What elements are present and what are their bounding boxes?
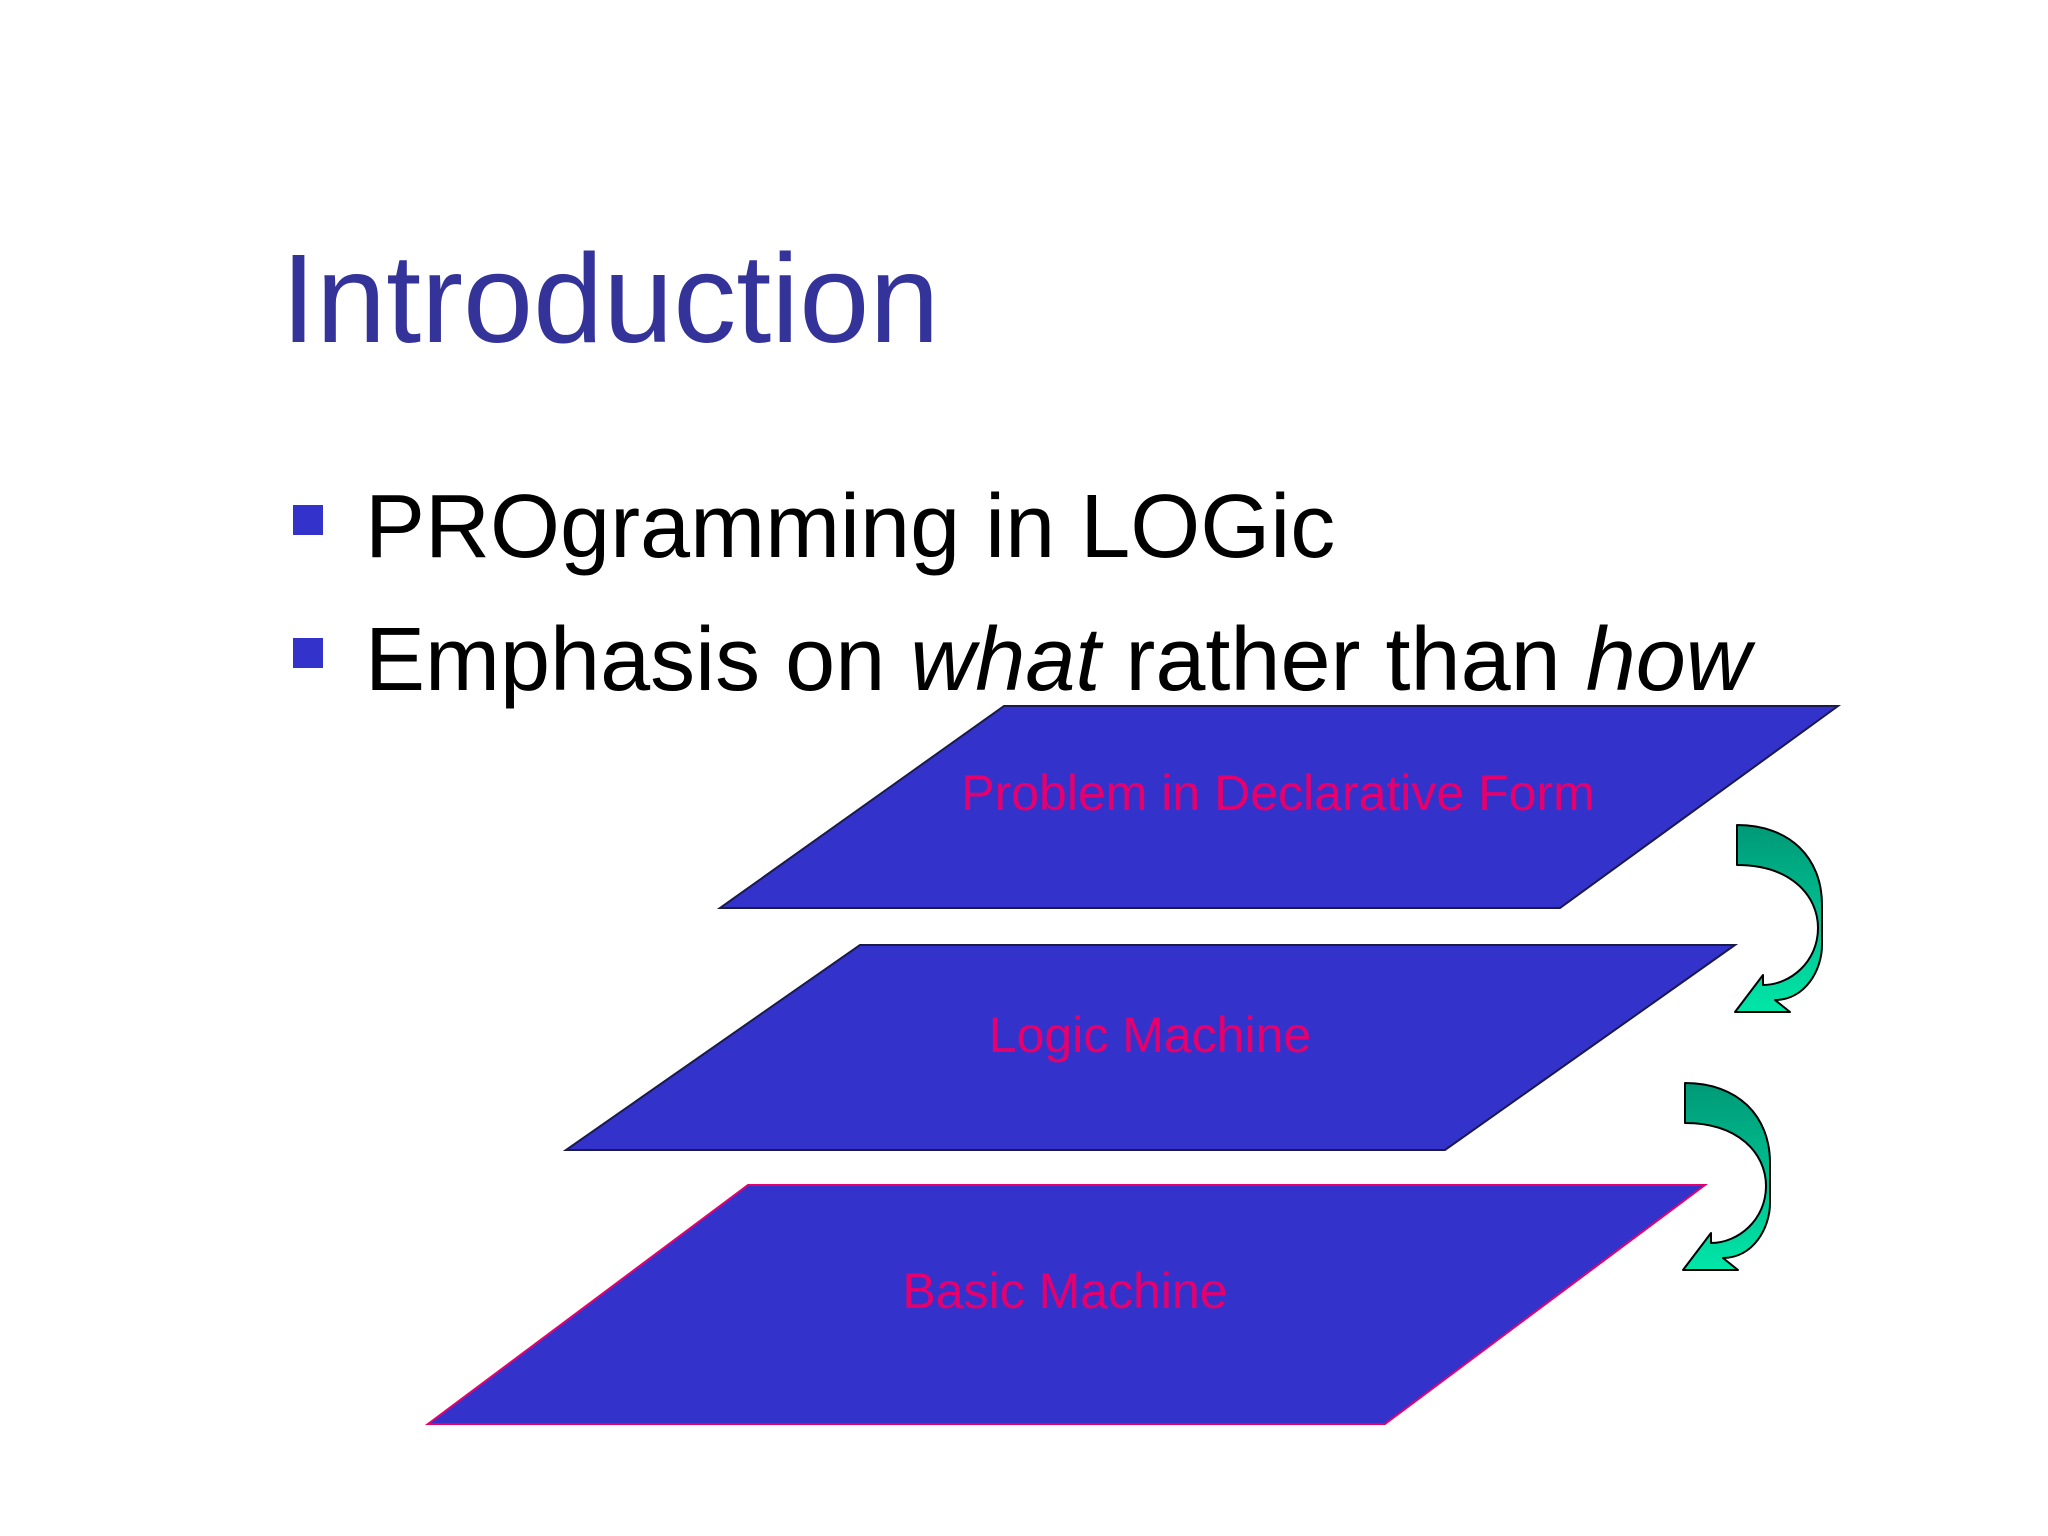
curved-down-arrow-icon bbox=[1682, 1082, 1771, 1271]
emphasis-what: what bbox=[910, 610, 1101, 710]
square-bullet-icon bbox=[293, 638, 323, 668]
emphasis-how: how bbox=[1585, 610, 1751, 710]
layer-plane bbox=[716, 705, 1842, 909]
layer-plane bbox=[562, 944, 1739, 1151]
layer-logic-machine: Logic Machine bbox=[562, 944, 1739, 1151]
curved-down-arrow-icon bbox=[1734, 824, 1823, 1013]
layer-label: Basic Machine bbox=[902, 1263, 1227, 1319]
layer-basic-machine: Basic Machine bbox=[424, 1184, 1709, 1425]
layer-label: Logic Machine bbox=[989, 1007, 1311, 1063]
layer-plane bbox=[424, 1184, 1709, 1425]
square-bullet-icon bbox=[293, 505, 323, 535]
bullet-text-part: rather than bbox=[1100, 610, 1586, 710]
bullet-text-part: Emphasis on bbox=[365, 610, 911, 710]
layer-problem-declarative: Problem in Declarative Form bbox=[716, 705, 1842, 909]
bullet-text: PROgramming in LOGic bbox=[365, 477, 1336, 577]
layer-label: Problem in Declarative Form bbox=[961, 765, 1595, 821]
bullet-text: Emphasis on what rather than how bbox=[365, 605, 1751, 715]
slide-title: Introduction bbox=[281, 228, 940, 369]
